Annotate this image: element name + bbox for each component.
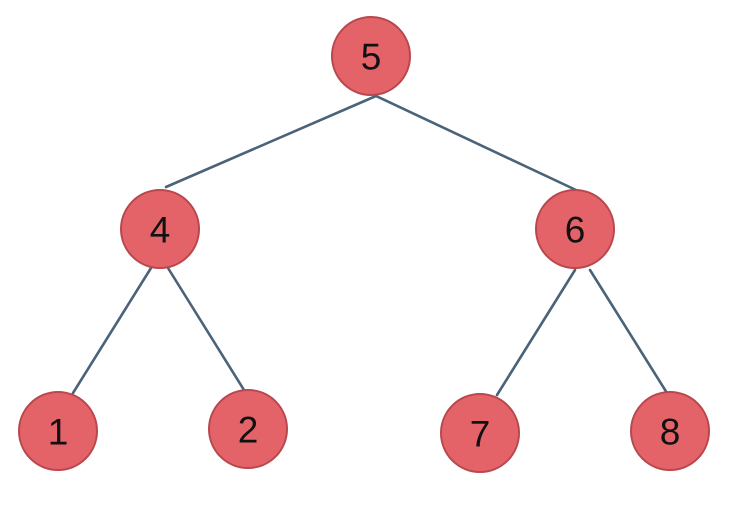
edge-n4-n2	[166, 266, 246, 392]
edge-n5-n4	[164, 94, 378, 189]
nodes-layer: 5 4 6 1 2 7 8	[18, 16, 710, 473]
node-circle	[630, 391, 710, 471]
edge-n4-n1	[71, 266, 153, 395]
node-circle	[535, 189, 615, 269]
tree-node-7: 7	[440, 393, 520, 473]
node-circle	[18, 391, 98, 471]
node-label: 1	[48, 412, 69, 453]
node-label: 8	[660, 412, 681, 453]
node-label: 2	[238, 410, 259, 451]
edges-layer	[71, 94, 669, 397]
tree-node-6: 6	[535, 189, 615, 269]
tree-node-8: 8	[630, 391, 710, 471]
tree-node-1: 1	[18, 391, 98, 471]
node-circle	[120, 189, 200, 269]
edge-n6-n7	[495, 268, 577, 397]
edge-n6-n8	[588, 268, 669, 395]
node-circle	[440, 393, 520, 473]
edge-n5-n6	[374, 94, 578, 192]
node-circle	[208, 389, 288, 469]
node-label: 5	[361, 37, 382, 78]
node-label: 4	[150, 210, 171, 251]
tree-node-2: 2	[208, 389, 288, 469]
node-circle	[331, 16, 411, 96]
tree-node-4: 4	[120, 189, 200, 269]
tree-node-5: 5	[331, 16, 411, 96]
node-label: 7	[470, 414, 491, 455]
node-label: 6	[565, 210, 586, 251]
